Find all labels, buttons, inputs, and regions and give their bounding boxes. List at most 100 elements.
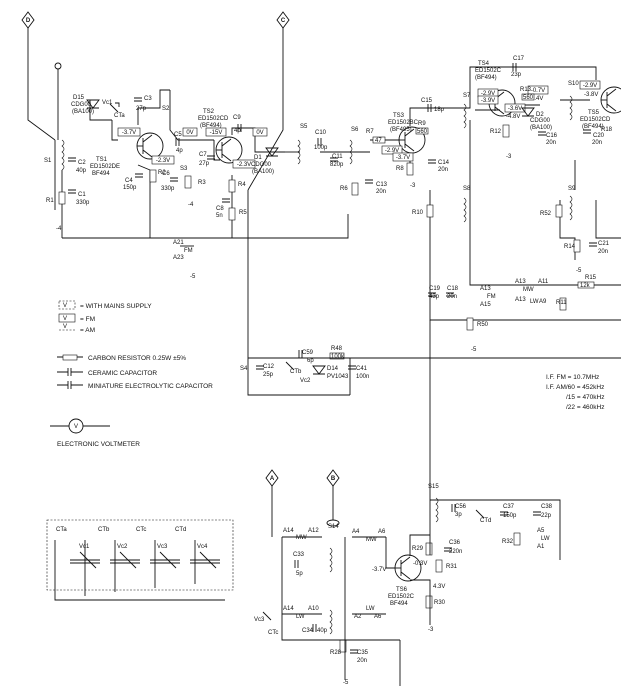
terminal-b: B [326, 469, 340, 487]
svg-text:A13: A13 [515, 297, 526, 303]
svg-text:Vc1: Vc1 [102, 100, 113, 106]
svg-text:-5: -5 [343, 680, 349, 686]
voltage-readings: -3.7V -2.3V 0V -15V -2.3V 0V -2.9V -3.7V… [117, 80, 601, 590]
svg-text:(BF494): (BF494) [582, 124, 604, 130]
svg-text:23p: 23p [511, 72, 522, 78]
svg-text:C56: C56 [455, 504, 467, 510]
svg-text:R1: R1 [46, 198, 54, 204]
svg-text:20n: 20n [357, 658, 367, 664]
svg-text:6p: 6p [307, 358, 314, 364]
svg-text:-2.3V: -2.3V [156, 158, 170, 164]
svg-text:V: V [74, 424, 78, 430]
svg-text:S10: S10 [568, 81, 579, 87]
svg-text:LW: LW [366, 606, 375, 612]
svg-text:S9: S9 [568, 186, 576, 192]
terminal-d: D [21, 11, 35, 29]
svg-text:CTc: CTc [136, 527, 146, 533]
svg-text:LW: LW [541, 536, 550, 542]
svg-text:C: C [281, 18, 286, 24]
svg-text:A9: A9 [539, 299, 547, 305]
svg-text:C3: C3 [144, 96, 152, 102]
svg-text:A13: A13 [480, 286, 491, 292]
svg-text:A6: A6 [378, 529, 386, 535]
wiring-top [27, 28, 621, 321]
svg-text:R18: R18 [601, 127, 613, 133]
svg-text:CTa: CTa [114, 113, 125, 119]
svg-text:C19: C19 [429, 286, 441, 292]
svg-text:/22 = 460kHz: /22 = 460kHz [566, 404, 604, 411]
svg-text:I.F. FM = 10.7MHz: I.F. FM = 10.7MHz [546, 374, 599, 381]
svg-text:C33: C33 [293, 552, 305, 558]
svg-text:Vc2: Vc2 [300, 378, 311, 384]
svg-text:BF494: BF494 [390, 601, 408, 607]
svg-text:C6: C6 [162, 171, 170, 177]
svg-text:C41: C41 [356, 366, 368, 372]
svg-text:ED1502CD: ED1502CD [198, 116, 229, 122]
svg-text:R11: R11 [556, 300, 567, 306]
svg-text:R28: R28 [330, 650, 342, 656]
svg-text:(BA100): (BA100) [72, 109, 94, 115]
svg-text:Vc4: Vc4 [197, 544, 208, 550]
svg-text:5n: 5n [216, 213, 223, 219]
svg-text:C13: C13 [376, 182, 388, 188]
svg-text:-3.9V: -3.9V [481, 98, 495, 104]
svg-text:I.F. AM/60 = 452kHz: I.F. AM/60 = 452kHz [546, 384, 604, 391]
svg-text:A21: A21 [173, 240, 184, 246]
svg-text:MINIATURE ELECTROLYTIC CAPACIT: MINIATURE ELECTROLYTIC CAPACITOR [88, 383, 213, 390]
svg-text:TS6: TS6 [396, 587, 408, 593]
svg-text:CTd: CTd [175, 527, 186, 533]
svg-text:ED1502C: ED1502C [475, 68, 502, 74]
svg-text:4.3V: 4.3V [433, 584, 445, 590]
switch-labels: S1 S2 S3 S4 S5 S6 S7 S8 S9 S10 S14 S15 [44, 81, 579, 635]
svg-text:C1: C1 [78, 192, 86, 198]
svg-text:4p: 4p [234, 128, 241, 134]
svg-text:47: 47 [375, 138, 382, 144]
svg-text:330p: 330p [76, 200, 90, 206]
svg-text:TS2: TS2 [203, 109, 215, 115]
svg-text:R9: R9 [418, 121, 426, 127]
svg-text:Vc2: Vc2 [117, 544, 128, 550]
svg-text:C11: C11 [332, 154, 343, 160]
svg-text:S4: S4 [240, 366, 248, 372]
svg-text:-2.9V: -2.9V [583, 83, 597, 89]
svg-text:20n: 20n [598, 249, 608, 255]
svg-text:C10: C10 [315, 130, 327, 136]
svg-text:V: V [63, 303, 67, 309]
svg-text:A14: A14 [283, 528, 294, 534]
svg-text:25p: 25p [263, 372, 274, 378]
svg-text:R48: R48 [331, 346, 343, 352]
svg-text:S8: S8 [463, 186, 471, 192]
svg-text:D14: D14 [327, 366, 339, 372]
svg-text:C5: C5 [174, 132, 182, 138]
svg-text:40p: 40p [76, 168, 87, 174]
svg-text:-3.7V: -3.7V [396, 155, 410, 161]
svg-text:20n: 20n [376, 189, 386, 195]
svg-text:CERAMIC CAPACITOR: CERAMIC CAPACITOR [88, 370, 157, 377]
svg-text:Vc1: Vc1 [79, 544, 90, 550]
wiring-middle [247, 190, 621, 396]
terminal-c: C [276, 11, 290, 29]
svg-text:ED1502DE: ED1502DE [90, 164, 120, 170]
svg-text:CTa: CTa [56, 527, 67, 533]
svg-text:S1: S1 [44, 158, 52, 164]
svg-text:TS3: TS3 [393, 113, 405, 119]
svg-text:LW: LW [530, 299, 539, 305]
terminal-a: A [265, 469, 279, 487]
svg-text:R32: R32 [502, 539, 514, 545]
svg-text:12k: 12k [580, 283, 591, 289]
svg-text:-0.3V: -0.3V [413, 561, 427, 567]
svg-text:CDG00: CDG00 [251, 162, 272, 168]
svg-text:-2.3V: -2.3V [237, 162, 251, 168]
svg-text:= AM: = AM [80, 327, 95, 334]
svg-text:S7: S7 [463, 93, 471, 99]
svg-text:S6: S6 [351, 127, 359, 133]
svg-text:C8: C8 [216, 206, 224, 212]
svg-text:C2: C2 [78, 160, 86, 166]
svg-text:150p: 150p [123, 185, 137, 191]
svg-text:/15 = 470kHz: /15 = 470kHz [566, 394, 604, 401]
svg-text:MW: MW [296, 535, 307, 541]
svg-text:V: V [63, 316, 67, 322]
svg-text:C59: C59 [302, 350, 314, 356]
svg-text:A10: A10 [308, 606, 319, 612]
